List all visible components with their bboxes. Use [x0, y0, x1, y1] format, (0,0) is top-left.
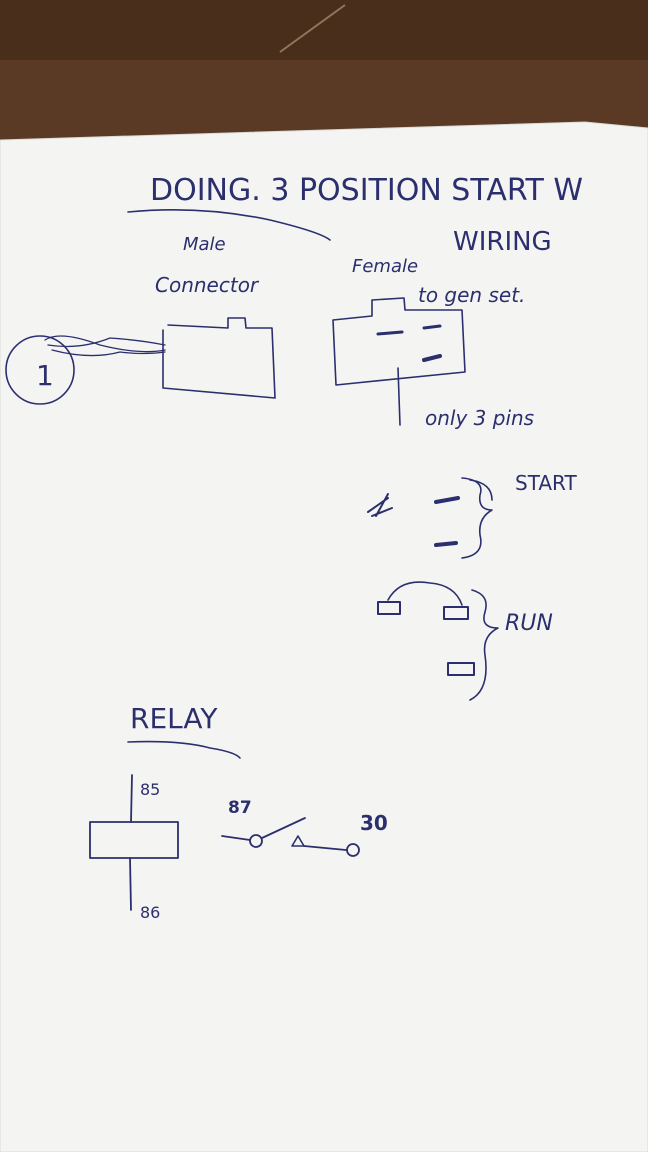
run-loop-wire	[387, 581, 463, 606]
relay-coil	[89, 821, 179, 859]
relay-heading: RELAY	[130, 702, 218, 735]
run-label: RUN	[505, 611, 553, 636]
female-pin-1	[376, 330, 404, 336]
start-brace-2	[469, 479, 493, 501]
start-pin-top	[434, 496, 460, 504]
to-gen-set-label: to gen set.	[418, 283, 525, 307]
male-label: Male	[183, 234, 226, 255]
only-3-pins-label: only 3 pins	[425, 406, 534, 430]
pointer-line	[397, 367, 401, 426]
contact-30	[346, 843, 360, 857]
switch-arm	[261, 817, 306, 839]
connector-label: Connector	[155, 273, 260, 297]
pin-87-label: 87	[228, 798, 252, 818]
pin-30-label: 30	[360, 811, 388, 835]
run-pin-1	[377, 601, 401, 615]
female-connector	[332, 297, 466, 386]
wire-2	[47, 337, 166, 348]
switch-lead-left	[221, 835, 251, 841]
start-label: START	[515, 471, 577, 495]
female-pin-2	[422, 324, 442, 330]
wire-3	[51, 349, 166, 357]
male-connector	[162, 317, 276, 399]
pin-86-label: 86	[140, 903, 160, 922]
position-circle	[5, 335, 75, 405]
pin-85-label: 85	[140, 780, 160, 799]
switch-pivot	[291, 835, 305, 847]
run-pin-2	[443, 606, 469, 620]
coil-lead-bottom	[129, 857, 132, 911]
female-pin-3	[422, 354, 442, 362]
title-underline	[127, 208, 331, 241]
sheet-title: DOING. 3 POSITION START W	[150, 173, 583, 208]
start-pin-bottom	[434, 541, 458, 547]
wiring-subtitle: WIRING	[453, 227, 552, 257]
table-shadow	[0, 0, 648, 60]
switch-lead-right	[303, 845, 347, 851]
run-brace	[469, 589, 499, 701]
position-number: 1	[36, 359, 54, 392]
run-pin-3	[447, 662, 475, 676]
paper-sheet	[0, 122, 648, 1152]
contact-87	[249, 834, 263, 848]
female-label: Female	[352, 256, 418, 277]
relay-underline	[127, 740, 241, 759]
wire-1	[44, 335, 166, 353]
start-brace	[461, 477, 493, 559]
start-scratch-pin	[367, 493, 393, 517]
twig	[279, 4, 346, 53]
coil-lead-top	[130, 774, 133, 823]
